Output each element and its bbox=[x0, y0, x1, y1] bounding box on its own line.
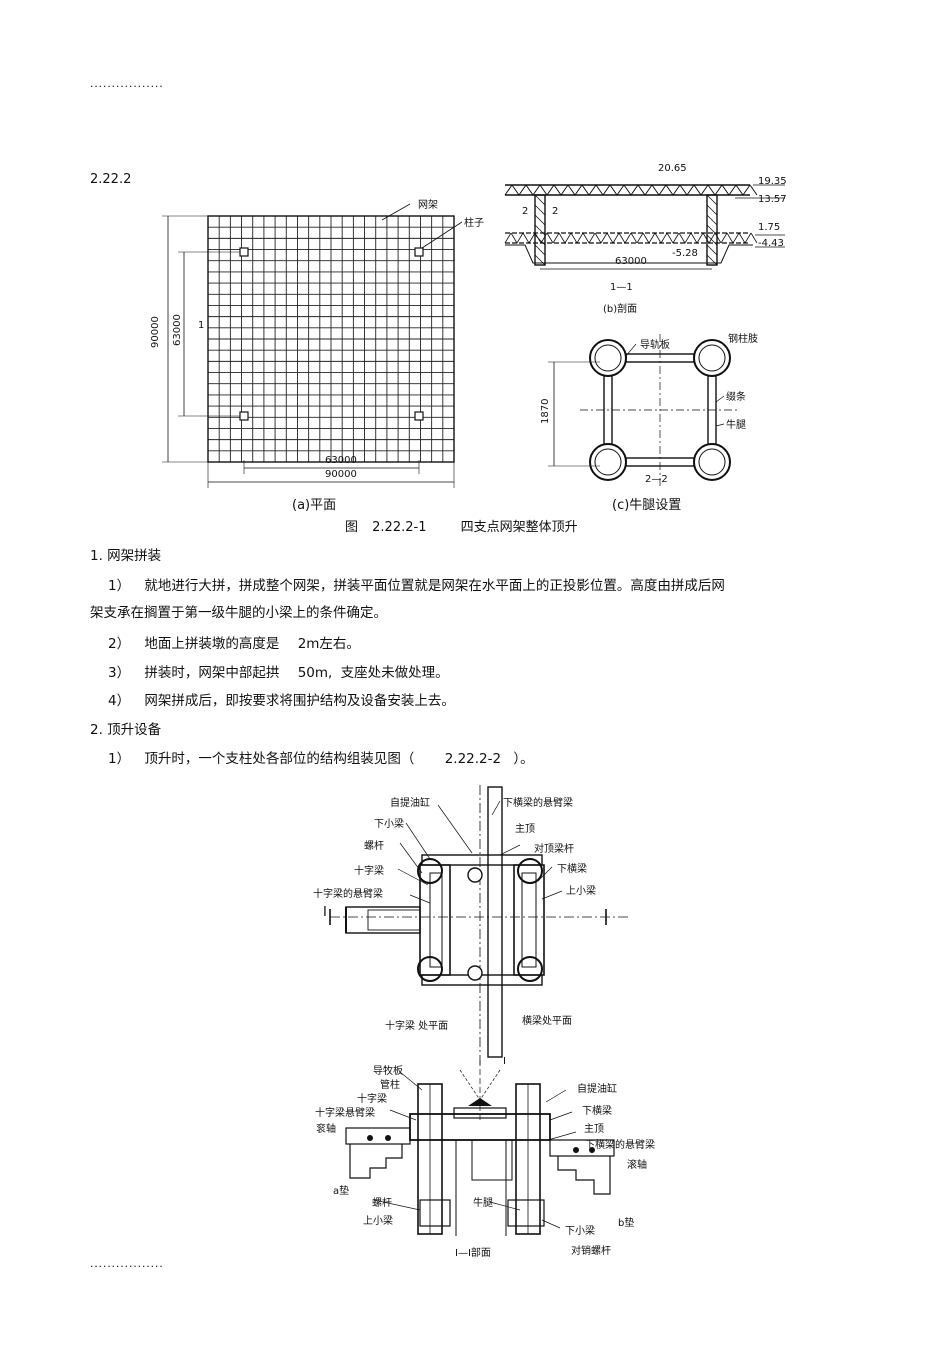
f2-caption-right: 横梁处平面 bbox=[522, 1016, 572, 1027]
section-elev-1357: 13.57 bbox=[758, 194, 787, 205]
section-mark-2a: 2 bbox=[522, 206, 529, 217]
s1-p2: 2） 地面上拼装墩的高度是 2m左右。 bbox=[108, 634, 360, 654]
figure-bracket bbox=[548, 334, 740, 486]
f2b-label-zd: 主顶 bbox=[584, 1124, 604, 1135]
f2b-label-szl: 十字梁 bbox=[357, 1094, 387, 1105]
f2b-label-xhlxbl: 下横梁的悬臂梁 bbox=[585, 1140, 655, 1151]
s1-p4-text: 网架拼成后，即按要求将围护结构及设备安装上去。 bbox=[144, 693, 455, 709]
s1-p1-line1: 就地进行大拼，拼成整个网架，拼装平面位置就是网架在水平面上的正投影位置。高度由拼… bbox=[144, 578, 725, 594]
f2b-label-gunzhou-left: 衮轴 bbox=[316, 1124, 336, 1135]
figure-plan-grid bbox=[162, 203, 463, 488]
bracket-cut: 2—2 bbox=[645, 474, 668, 485]
s2-heading: 2. 顶升设备 bbox=[90, 722, 162, 738]
section-elev-528: -5.28 bbox=[672, 248, 698, 259]
f2-label-ddlg-top: 对顶梁杆 bbox=[534, 844, 574, 855]
f2b-label-lg: 螺杆 bbox=[372, 1198, 392, 1209]
bracket-dim-1870: 1870 bbox=[540, 398, 551, 424]
figure2-top-plan bbox=[329, 785, 630, 1065]
plan-dim-90000-h: 90000 bbox=[325, 469, 357, 480]
f2-label-xxl-top: 下小梁 bbox=[374, 819, 404, 830]
f2-label-xhl-top: 下横梁 bbox=[557, 864, 587, 875]
f2-label-I-left: I bbox=[323, 905, 327, 920]
f2b-label-xxl: 下小梁 bbox=[565, 1226, 595, 1237]
s1-p4-num: 4） bbox=[108, 693, 131, 709]
section-elev-175: 1.75 bbox=[758, 222, 781, 233]
f2b-label-a: a垫 bbox=[333, 1186, 350, 1197]
plan-dim-90000-v: 90000 bbox=[150, 316, 161, 348]
section-elev-443: -4.43 bbox=[758, 238, 784, 249]
s2-p1-a: 顶升时，一个支柱处各部位的结构组装见图（ bbox=[144, 751, 415, 767]
f2-label-szl-top: 十字梁 bbox=[354, 866, 384, 877]
s1-p2-num: 2） bbox=[108, 636, 131, 652]
plan-label-wangjia: 网架 bbox=[418, 200, 438, 211]
s1-p3: 3） 拼装时，网架中部起拱 50m, 支座处未做处理。 bbox=[108, 663, 449, 683]
section-mark-2b: 2 bbox=[552, 206, 559, 217]
section-cut: 1—1 bbox=[610, 282, 633, 293]
figure1-title-number: 2.22.2-1 bbox=[372, 520, 427, 535]
figure1-title: 图 2.22.2-1 四支点网架整体顶升 bbox=[345, 520, 578, 536]
bracket-caption: (c)牛腿设置 bbox=[612, 498, 682, 513]
section-top-label: 20.65 bbox=[658, 163, 687, 174]
f2b-label-xhl: 下横梁 bbox=[582, 1106, 612, 1117]
plan-dim-63000-v: 63000 bbox=[172, 314, 183, 346]
plan-mark-1: 1 bbox=[198, 320, 205, 331]
f2b-label-gunzhou-right: 滚轴 bbox=[627, 1160, 647, 1171]
s1-p2-a: 地面上拼装墩的高度是 bbox=[144, 636, 280, 652]
f2b-caption: Ⅰ—Ⅰ部面 bbox=[455, 1248, 491, 1259]
s2-p1-b: 2.22.2-2 bbox=[444, 751, 502, 767]
s1-p2-b: 2m左右。 bbox=[297, 636, 360, 652]
bracket-label-niutui: 牛腿 bbox=[726, 420, 746, 431]
plan-caption: (a)平面 bbox=[292, 498, 337, 513]
section-number: 2.22.2 bbox=[90, 172, 132, 187]
s1-p3-num: 3） bbox=[108, 665, 131, 681]
f2b-label-nt: 牛腿 bbox=[473, 1198, 493, 1209]
s1-p1-line2: 架支承在搁置于第一级牛腿的小梁上的条件确定。 bbox=[90, 605, 387, 621]
bracket-label-zhuitiao: 缀条 bbox=[726, 392, 746, 403]
f2-label-szl-xbl-top: 十字梁的悬臂梁 bbox=[313, 889, 383, 900]
footer-dots: ................. bbox=[90, 1256, 164, 1270]
figure-section bbox=[504, 184, 785, 270]
section-caption: (b)剖面 bbox=[603, 304, 638, 315]
f2-label-zd-top: 主顶 bbox=[515, 824, 535, 835]
f2b-label-sxl: 上小梁 bbox=[363, 1216, 393, 1227]
f2b-label-ztyg: 自提油缸 bbox=[577, 1084, 617, 1095]
s1-p3-c: 支座处未做处理。 bbox=[340, 665, 449, 681]
f2-label-xhl-xbl-top: 下横梁的悬臂梁 bbox=[503, 798, 573, 809]
f2b-label-gz: 管柱 bbox=[380, 1080, 400, 1091]
plan-dim-63000-h: 63000 bbox=[325, 455, 357, 466]
section-dim-63000: 63000 bbox=[615, 256, 647, 267]
f2-label-sxl-top: 上小梁 bbox=[566, 886, 596, 897]
s1-p3-b: 50m, bbox=[297, 665, 333, 681]
s2-p1-num: 1） bbox=[108, 751, 131, 767]
bracket-label-gangzhuzhi: 钢柱肢 bbox=[728, 334, 758, 345]
f2b-label-b: b垫 bbox=[618, 1218, 635, 1229]
s1-p1: 1） 就地进行大拼，拼成整个网架，拼装平面位置就是网架在水平面上的正投影位置。高… bbox=[108, 576, 808, 596]
f2b-label-dxlg: 对销螺杆 bbox=[571, 1246, 611, 1257]
s1-p1-num: 1） bbox=[108, 578, 131, 594]
figure1-title-prefix: 图 bbox=[345, 520, 359, 535]
bracket-label-daoguiban: 导轨板 bbox=[640, 340, 670, 351]
s2-p1: 1） 顶升时，一个支柱处各部位的结构组装见图（ 2.22.2-2 ）。 bbox=[108, 749, 534, 769]
plan-label-zhuzi: 柱子 bbox=[464, 218, 484, 229]
f2b-label-djb: 导牧板 bbox=[373, 1066, 403, 1077]
figure1-title-text: 四支点网架整体顶升 bbox=[460, 520, 578, 535]
f2b-label-szlxbl: 十字梁悬臂梁 bbox=[315, 1108, 375, 1119]
s2-p1-c: ）。 bbox=[513, 751, 534, 767]
s1-heading: 1. 网架拼装 bbox=[90, 548, 162, 564]
section-elev-1935: 19.35 bbox=[758, 176, 787, 187]
s1-p4: 4） 网架拼成后，即按要求将围护结构及设备安装上去。 bbox=[108, 691, 455, 711]
s1-p3-a: 拼装时，网架中部起拱 bbox=[144, 665, 280, 681]
f2-label-I-bottom: I bbox=[503, 1056, 506, 1067]
figure2-bottom-section bbox=[345, 1060, 615, 1236]
header-dots: ................. bbox=[90, 76, 164, 90]
f2-label-lg-top: 螺杆 bbox=[364, 841, 384, 852]
f2-label-ztyg-top: 自提油缸 bbox=[390, 798, 430, 809]
f2-caption-left: 十字梁 处平面 bbox=[385, 1021, 449, 1032]
